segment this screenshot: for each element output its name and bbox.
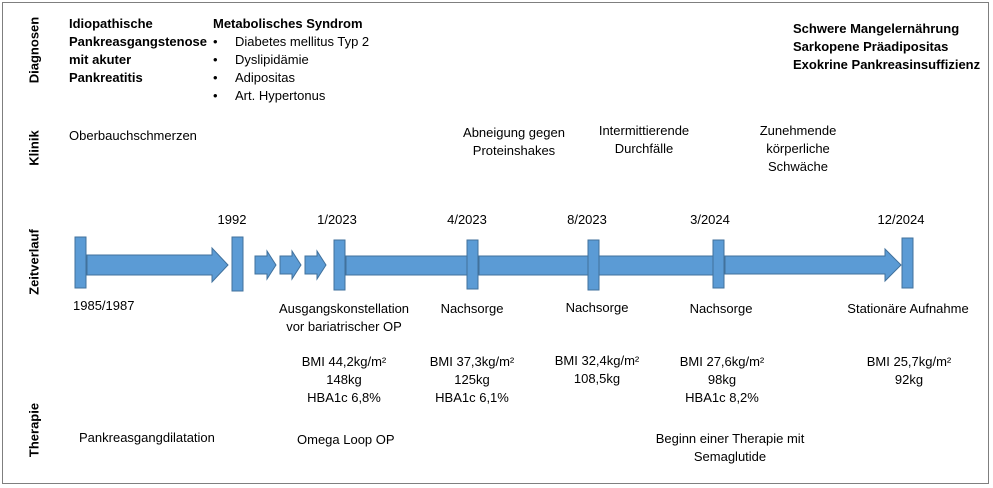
- event-stationaere-aufnahme: Stationäre Aufnahme: [847, 301, 969, 316]
- timeline-arrow: [304, 249, 327, 281]
- diagnose-spaet: Schwere Mangelernährung Sarkopene Präadi…: [793, 21, 981, 72]
- timeline-marker: [466, 239, 479, 290]
- timeline-marker: [712, 239, 725, 289]
- timeline-arrow: [254, 249, 277, 281]
- timeline-marker: [231, 236, 244, 292]
- timeline-marker: [333, 239, 346, 291]
- event-nachsorge-3: Nachsorge: [689, 301, 753, 316]
- list-item: Adipositas: [213, 69, 369, 87]
- klinik-oberbauch: Oberbauchschmerzen: [69, 128, 197, 143]
- therapie-dilatation: Pankreasgangdilatation: [79, 430, 215, 445]
- event-nachsorge-2: Nachsorge: [565, 300, 629, 315]
- diagnose-pankreatitis: Idiopathische Pankreasgangstenose mit ak…: [69, 16, 208, 85]
- klinik-durchfaelle: Intermittierende Durchfälle: [598, 123, 690, 156]
- date-2023-4: 4/2023: [447, 212, 487, 227]
- measurement-2023-1: BMI 44,2kg/m² 148kg HBA1c 6,8%: [301, 354, 387, 405]
- timeline-marker: [74, 236, 87, 289]
- timeline-segment: [478, 255, 589, 276]
- diagnose-metabolisch-title: Metabolisches Syndrom: [213, 16, 363, 31]
- measurement-2023-4: BMI 37,3kg/m² 125kg HBA1c 6,1%: [429, 354, 515, 405]
- list-item: Diabetes mellitus Typ 2: [213, 33, 369, 51]
- klinik-abneigung: Abneigung gegen Proteinshakes: [463, 125, 565, 158]
- timeline-segment: [345, 255, 468, 276]
- list-item: Art. Hypertonus: [213, 87, 369, 105]
- measurement-2024-3: BMI 27,6kg/m² 98kg HBA1c 8,2%: [679, 354, 765, 405]
- therapie-omega-loop: Omega Loop OP: [297, 432, 395, 447]
- timeline-arrow: [86, 246, 229, 284]
- date-1992: 1992: [217, 212, 247, 227]
- timeline-arrow: [279, 249, 302, 281]
- therapie-semaglutide: Beginn einer Therapie mit Semaglutide: [655, 431, 805, 464]
- timeline-marker: [587, 239, 600, 291]
- date-1985-1987: 1985/1987: [73, 298, 135, 313]
- diagnose-metabolisch-list: Diabetes mellitus Typ 2 Dyslipidämie Adi…: [213, 33, 369, 105]
- timeline-arrow: [724, 247, 902, 283]
- timeline-segment: [598, 255, 714, 276]
- klinik-schwaeche: Zunehmende körperliche Schwäche: [759, 123, 837, 174]
- date-2024-12: 12/2024: [877, 212, 925, 227]
- measurement-2024-12: BMI 25,7kg/m² 92kg: [866, 354, 952, 387]
- timeline-marker: [901, 237, 914, 289]
- date-2024-3: 3/2024: [690, 212, 730, 227]
- date-2023-8: 8/2023: [567, 212, 607, 227]
- event-ausgangskonstellation: Ausgangskonstellation vor bariatrischer …: [278, 301, 410, 334]
- date-2023-1: 1/2023: [317, 212, 357, 227]
- measurement-2023-8: BMI 32,4kg/m² 108,5kg: [554, 353, 640, 386]
- list-item: Dyslipidämie: [213, 51, 369, 69]
- event-nachsorge-1: Nachsorge: [440, 301, 504, 316]
